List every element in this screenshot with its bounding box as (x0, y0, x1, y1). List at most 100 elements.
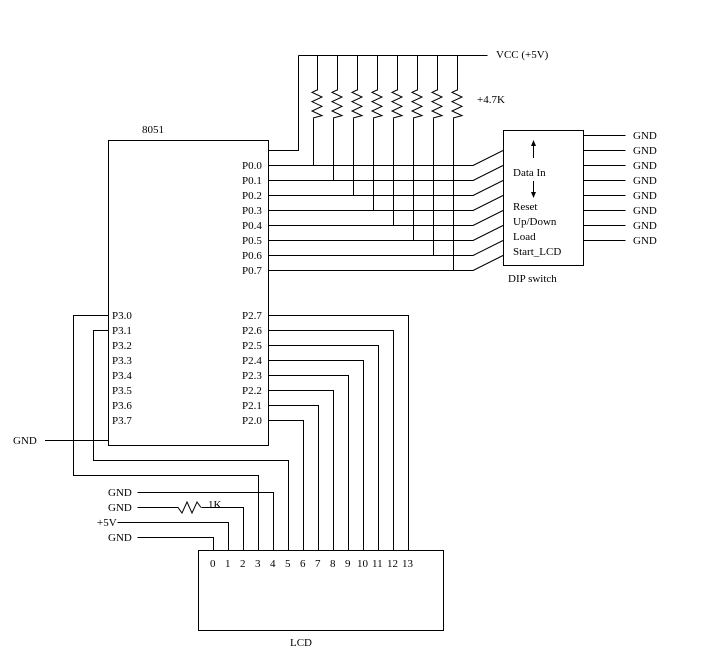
lcd-pin-label: 3 (255, 558, 261, 570)
lcd-supply-wire (117, 522, 229, 551)
chip-pin-label-p0-7: P0.7 (242, 265, 262, 277)
pullup-resistor-label: +4.7K (477, 94, 505, 106)
chip-pin-label-p2-2: P2.2 (242, 385, 262, 397)
dip-gnd-label: GND (633, 145, 657, 157)
p3-1-to-lcd-5-wire (93, 330, 289, 551)
chip-pin-label-p2-4: P2.4 (242, 355, 262, 367)
arrow-up-icon (531, 140, 536, 158)
dip-gnd-label: GND (633, 160, 657, 172)
p2-to-lcd-wire (268, 405, 319, 551)
chip-pin-label-p0-6: P0.6 (242, 250, 262, 262)
p3-0-to-lcd-3-wire (73, 315, 259, 551)
chip-pin-label-p3-4: P3.4 (112, 370, 132, 382)
lcd-pin-label: 13 (402, 558, 414, 570)
lcd-supply-wire (137, 492, 274, 551)
chip-pin-label-p3-5: P3.5 (112, 385, 132, 397)
dip-gnd-label: GND (633, 220, 657, 232)
lcd-pin-label: 0 (210, 558, 216, 570)
lcd-supply-label: +5V (97, 517, 117, 529)
pullup-resistor (450, 89, 464, 119)
lcd-pin-label: 2 (240, 558, 246, 570)
chip-pin-label-p2-7: P2.7 (242, 310, 262, 322)
chip-pin-label-p3-0: P3.0 (112, 310, 132, 322)
lcd-pin-label: 11 (372, 558, 383, 570)
lcd-module (198, 550, 444, 631)
chip-pin-label-p0-0: P0.0 (242, 160, 262, 172)
dip-switch-lead (472, 240, 504, 256)
chip-pin-label-p0-2: P0.2 (242, 190, 262, 202)
chip-pin-label-p0-1: P0.1 (242, 175, 262, 187)
chip-pin-label-p2-1: P2.1 (242, 400, 262, 412)
vcc-label: VCC (+5V) (496, 49, 549, 61)
dip-control-label: Reset (513, 201, 537, 213)
dip-gnd-label: GND (633, 175, 657, 187)
p2-to-lcd-wire (268, 345, 379, 551)
lcd-label: LCD (290, 637, 312, 649)
lcd-pin-label: 5 (285, 558, 291, 570)
lcd-pin-label: 6 (300, 558, 306, 570)
pullup-resistor (350, 89, 364, 119)
dip-label: DIP switch (508, 273, 557, 285)
dip-gnd-label: GND (633, 130, 657, 142)
p2-to-lcd-wire (268, 375, 349, 551)
chip-pin-label-p3-2: P3.2 (112, 340, 132, 352)
dip-data-in-label: Data In (513, 167, 546, 179)
dip-switch-lead (472, 225, 504, 241)
dip-switch-lead (472, 150, 504, 166)
p2-to-lcd-wire (268, 390, 334, 551)
chip-pin-label-p2-0: P2.0 (242, 415, 262, 427)
chip-label: 8051 (142, 124, 164, 136)
chip-vcc-wire (268, 55, 299, 151)
p2-to-lcd-wire (268, 330, 394, 551)
dip-switch-lead (472, 255, 504, 271)
lcd-pin-label: 8 (330, 558, 336, 570)
p2-to-lcd-wire (268, 420, 304, 551)
lcd-supply-wire (201, 507, 244, 551)
lcd-pin-label: 7 (315, 558, 321, 570)
lcd-supply-label: GND (108, 487, 132, 499)
p2-to-lcd-wire (268, 315, 409, 551)
pullup-resistor (430, 89, 444, 119)
lcd-supply-wire (137, 537, 214, 551)
chip-pin-label-p3-7: P3.7 (112, 415, 132, 427)
dip-control-label: Start_LCD (513, 246, 561, 258)
pullup-resistor (370, 89, 384, 119)
dip-switch-lead (472, 195, 504, 211)
chip-pin-label-p3-1: P3.1 (112, 325, 132, 337)
pullup-resistor (390, 89, 404, 119)
chip-pin-label-p0-4: P0.4 (242, 220, 262, 232)
dip-switch (503, 130, 584, 266)
contrast-resistor-label: 1K (208, 499, 222, 511)
dip-control-label: Load (513, 231, 536, 243)
chip-pin-label-p2-5: P2.5 (242, 340, 262, 352)
dip-switch-lead (472, 165, 504, 181)
chip-pin-label-p0-3: P0.3 (242, 205, 262, 217)
chip-pin-label-p3-6: P3.6 (112, 400, 132, 412)
lcd-pin-label: 12 (387, 558, 398, 570)
pullup-resistor (410, 89, 424, 119)
dip-switch-lead (472, 210, 504, 226)
contrast-resistor (177, 500, 202, 515)
dip-gnd-label: GND (633, 235, 657, 247)
dip-gnd-label: GND (633, 205, 657, 217)
chip-gnd-label: GND (13, 435, 37, 447)
p2-to-lcd-wire (268, 360, 364, 551)
lcd-supply-label: GND (108, 502, 132, 514)
dip-control-label: Up/Down (513, 216, 557, 228)
lcd-pin-label: 10 (357, 558, 369, 570)
lcd-pin-label: 9 (345, 558, 351, 570)
chip-8051 (108, 140, 269, 446)
lcd-pin-label: 1 (225, 558, 231, 570)
chip-pin-label-p2-6: P2.6 (242, 325, 262, 337)
chip-pin-label-p2-3: P2.3 (242, 370, 262, 382)
chip-pin-label-p0-5: P0.5 (242, 235, 262, 247)
chip-pin-label-p3-3: P3.3 (112, 355, 132, 367)
dip-switch-lead (472, 180, 504, 196)
dip-gnd-label: GND (633, 190, 657, 202)
arrow-down-icon (531, 181, 536, 198)
lcd-supply-label: GND (108, 532, 132, 544)
lcd-pin-label: 4 (270, 558, 276, 570)
pullup-resistor (330, 89, 344, 119)
pullup-resistor (310, 89, 324, 119)
